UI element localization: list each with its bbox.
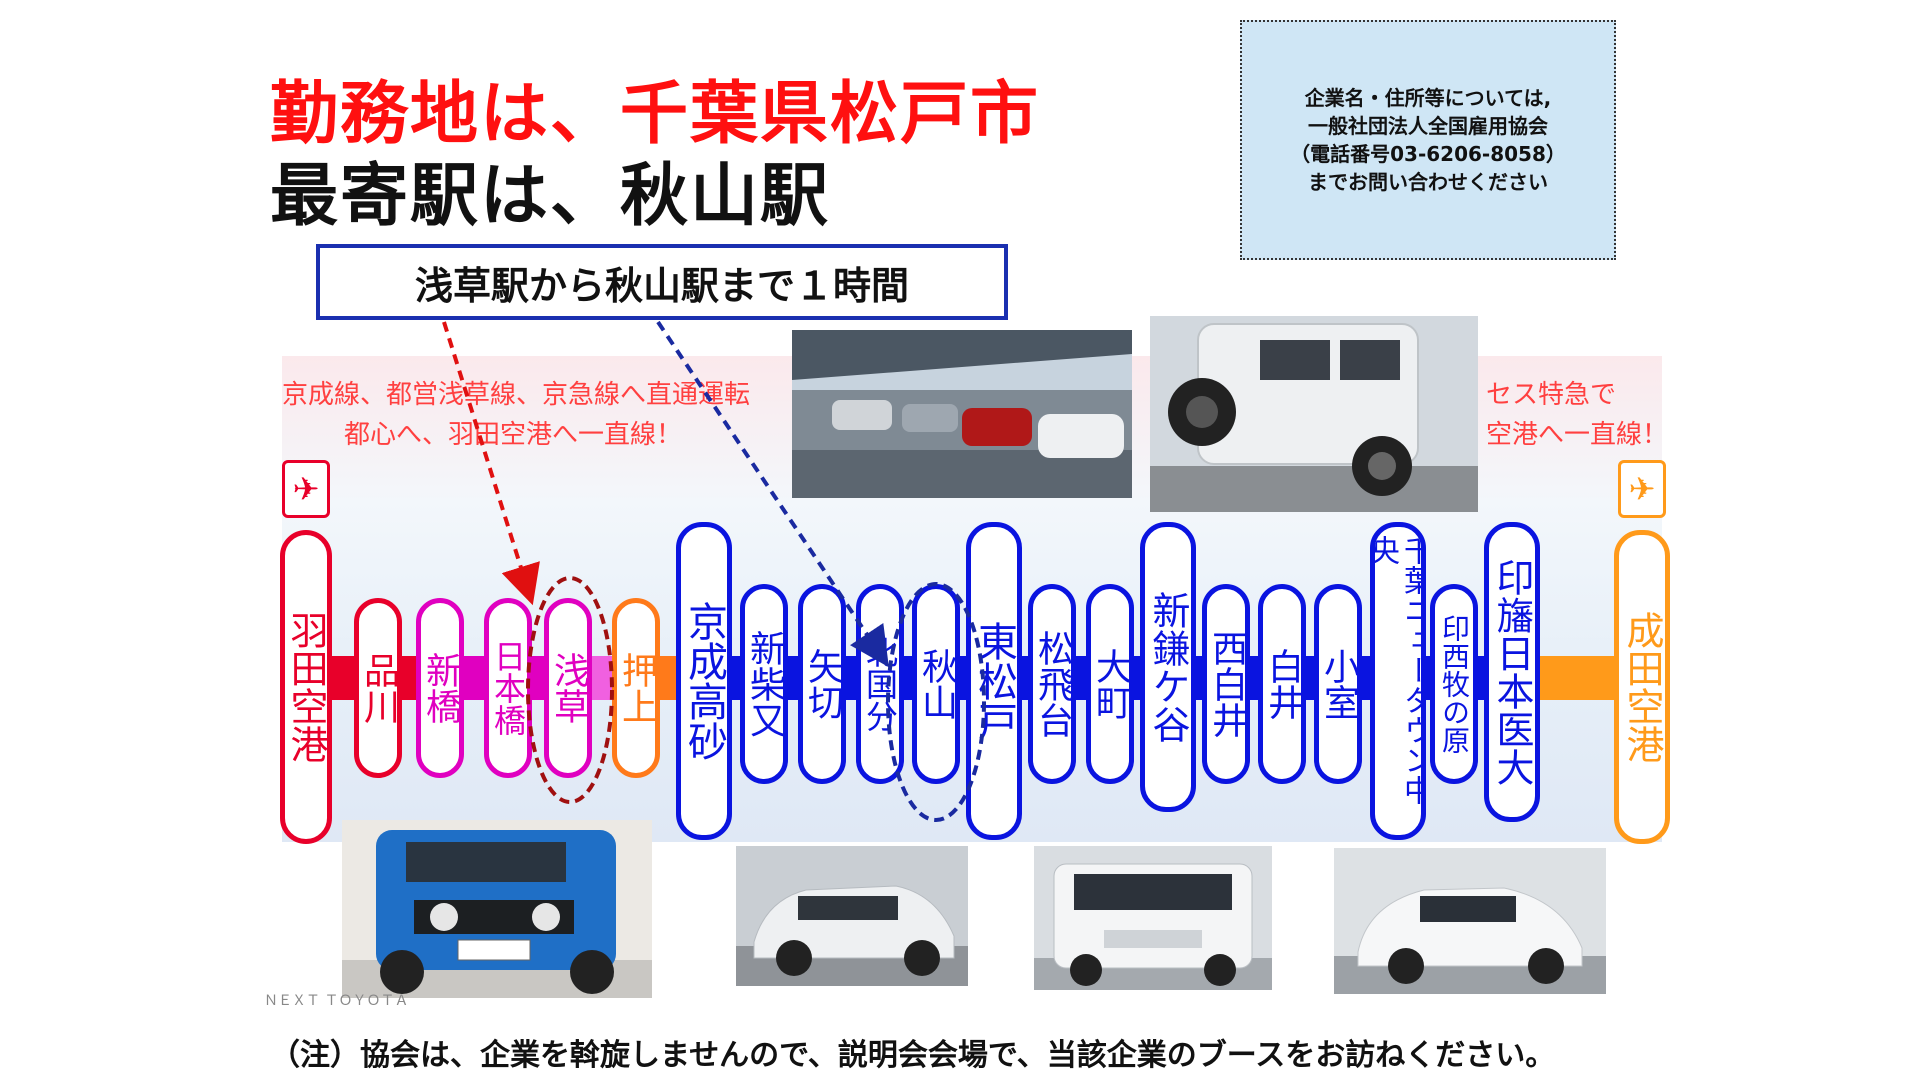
- station-komuro: 小室: [1314, 584, 1362, 784]
- station-oshiage: 押上: [612, 598, 660, 778]
- station-omachi: 大町: [1086, 584, 1134, 784]
- parking-lot-photo: [792, 330, 1132, 498]
- station-shinagawa: 品川: [354, 598, 402, 778]
- white-compact-photo: [736, 846, 968, 986]
- station-narita-airport: 成田空港: [1614, 530, 1670, 844]
- station-label: 成田空港: [1620, 611, 1664, 763]
- footer-note: （注）協会は、企業を斡旋しませんので、説明会会場で、当該企業のブースをお訪ねくだ…: [270, 1038, 1556, 1073]
- station-akiyama: 秋山: [912, 584, 960, 784]
- band-text-left-1: 京成線、都営浅草線、京急線へ直通運転: [282, 380, 751, 410]
- photo-caption: ＮＥＸＴ ＴＯＹＯＴＡ: [264, 993, 409, 1009]
- station-haneda-airport: 羽田空港: [280, 530, 332, 844]
- contact-line: 企業名・住所等については,: [1304, 86, 1552, 110]
- station-yagiri: 矢切: [798, 584, 846, 784]
- contact-line: までお問い合わせください: [1308, 170, 1548, 194]
- station-asakusa: 浅草: [544, 598, 592, 778]
- contact-line: （電話番号03-6206-8058）: [1290, 142, 1566, 166]
- band-text-right-2: 空港へ一直線！: [1486, 420, 1669, 450]
- station-shin-kamagaya: 新鎌ケ谷: [1140, 522, 1196, 812]
- station-inzai-makinohara: 印西牧の原: [1430, 584, 1478, 784]
- contact-box: 企業名・住所等については, 一般社団法人全国雇用協会 （電話番号03-6206-…: [1240, 20, 1616, 260]
- station-nihombashi: 日本橋: [484, 598, 532, 778]
- station-higashi-matsudo: 東松戸: [966, 522, 1022, 840]
- station-shiroi: 白井: [1258, 584, 1306, 784]
- station-matsuhidai: 松飛台: [1028, 584, 1076, 784]
- station-keisei-takasago: 京成高砂: [676, 522, 732, 840]
- station-shin-shibamata: 新柴又: [740, 584, 788, 784]
- station-nishi-shiroi: 西白井: [1202, 584, 1250, 784]
- contact-line: 一般社団法人全国雇用協会: [1308, 114, 1548, 138]
- station-kita-kokubun: 北国分: [856, 584, 904, 784]
- station-label: 羽田空港: [284, 611, 328, 763]
- white-van-photo: [1034, 846, 1272, 990]
- white-hatchback-photo: [1334, 848, 1606, 994]
- access-time-label: 浅草駅から秋山駅まで１時間: [316, 244, 1008, 320]
- white-suv-rear-photo: [1150, 316, 1478, 512]
- blue-suv-photo: [342, 820, 652, 998]
- band-text-left-2: 都心へ、羽田空港へ一直線！: [344, 420, 683, 450]
- airplane-icon: ✈: [282, 460, 330, 518]
- station-chiba-newtown-chuo: 千葉ニュータウン中央: [1370, 522, 1426, 840]
- nearest-station-title: 最寄駅は、秋山駅: [270, 157, 831, 236]
- band-text-right-1: セス特急で: [1486, 380, 1617, 410]
- workplace-title: 勤務地は、千葉県松戸市: [270, 75, 1041, 154]
- station-imba-nihon-idai: 印旛日本医大: [1484, 522, 1540, 822]
- airplane-icon: ✈: [1618, 460, 1666, 518]
- station-shimbashi: 新橋: [416, 598, 464, 778]
